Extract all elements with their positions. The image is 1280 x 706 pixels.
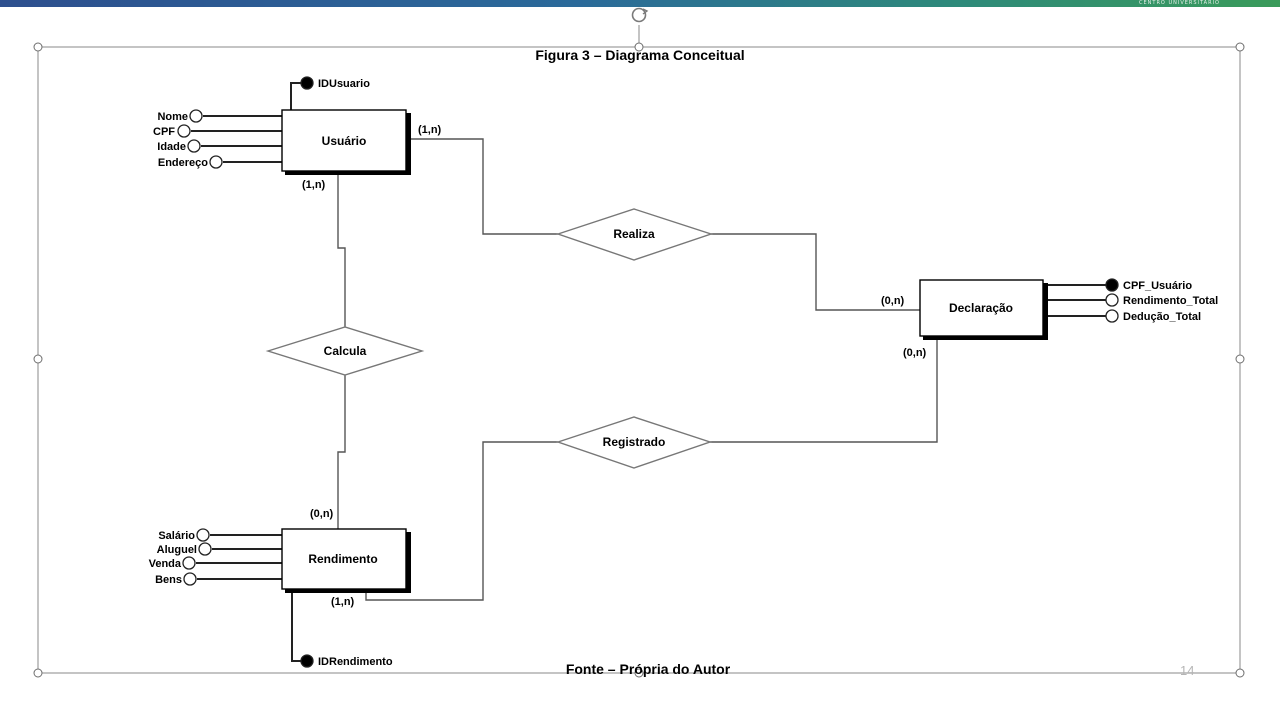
attr-marker-aluguel [198, 542, 212, 556]
key-marker-cpf-usuario [1105, 278, 1119, 292]
resize-handle-bottom-right[interactable] [1235, 668, 1245, 678]
line-usuario-realiza [407, 138, 558, 235]
cardinality-declaracao-realiza: (0,n) [881, 295, 905, 307]
rotate-handle-icon[interactable] [631, 7, 649, 23]
attribute-lines [191, 82, 1106, 662]
attr-label-venda: Venda [149, 558, 182, 570]
line-calcula-rendimento [337, 375, 346, 530]
cardinality-usuario-calcula: (1,n) [302, 179, 326, 191]
attr-marker-venda [182, 556, 196, 570]
resize-handle-right[interactable] [1235, 354, 1245, 364]
cardinality-labels: (1,n) (1,n) (0,n) (0,n) (0,n) (1,n) [302, 124, 927, 608]
attr-label-cpf: CPF [153, 126, 175, 138]
cardinality-rendimento-registrado: (1,n) [331, 596, 355, 608]
attr-label-aluguel: Aluguel [157, 544, 197, 556]
key-marker-idrendimento [300, 654, 314, 668]
line-realiza-declaracao [711, 233, 920, 311]
cardinality-usuario-realiza: (1,n) [418, 124, 442, 136]
attr-label-salario: Salário [158, 530, 195, 542]
entity-rendimento[interactable]: Rendimento [281, 528, 411, 593]
resize-handle-bottom[interactable] [634, 668, 644, 678]
relationship-calcula-label: Calcula [324, 344, 367, 358]
brand-text: CENTRO UNIVERSITÁRIO [1139, 0, 1220, 6]
attr-marker-bens [183, 572, 197, 586]
figure-title-text: Figura 3 – Diagrama Conceitual [535, 47, 745, 63]
line-idusuario [290, 82, 301, 112]
attr-label-idrendimento: IDRendimento [318, 656, 393, 668]
relationship-registrado[interactable]: Registrado [555, 416, 713, 469]
page-number: 14 [1180, 663, 1195, 678]
attr-marker-salario [196, 528, 210, 542]
attr-label-deducao-total: Dedução_Total [1123, 311, 1201, 323]
entity-rendimento-label: Rendimento [308, 552, 377, 566]
source-caption: Fonte – Própria do Autor [565, 661, 731, 677]
resize-handle-top[interactable] [634, 42, 644, 52]
attr-label-cpf-usuario: CPF_Usuário [1123, 280, 1192, 292]
slide-top-band [0, 0, 1280, 7]
line-rendimento-registrado [365, 441, 558, 601]
attr-marker-rendimento-total [1105, 293, 1119, 307]
attr-marker-endereco [209, 155, 223, 169]
cardinality-declaracao-registrado: (0,n) [903, 347, 927, 359]
relationship-realiza-label: Realiza [613, 227, 655, 241]
cardinality-rendimento-calcula: (0,n) [310, 508, 334, 520]
line-usuario-calcula [337, 172, 346, 327]
figure-title: Figura 3 – Diagrama Conceitual [0, 47, 1280, 63]
attr-label-rendimento-total: Rendimento_Total [1123, 295, 1218, 307]
resize-handle-left[interactable] [33, 354, 43, 364]
attr-label-endereco: Endereço [158, 157, 208, 169]
relationship-calcula[interactable]: Calcula [265, 326, 425, 376]
selection-frame[interactable] [37, 25, 1241, 674]
relationship-registrado-label: Registrado [603, 435, 666, 449]
resize-handles[interactable] [33, 42, 1245, 678]
attribute-labels: IDUsuario Nome CPF Idade Endereço CPF_Us… [149, 78, 1219, 668]
line-registrado-declaracao [710, 339, 938, 443]
attr-marker-cpf [177, 124, 191, 138]
resize-handle-top-right[interactable] [1235, 42, 1245, 52]
attr-label-idusuario: IDUsuario [318, 78, 370, 90]
resize-handle-top-left[interactable] [33, 42, 43, 52]
attribute-markers [177, 76, 1119, 668]
entity-declaracao[interactable]: Declaração [919, 279, 1048, 340]
attr-label-bens: Bens [155, 574, 182, 586]
entity-usuario-label: Usuário [322, 134, 367, 148]
line-idrendimento [291, 590, 301, 662]
attr-label-idade: Idade [157, 141, 186, 153]
connector-lines [337, 138, 938, 601]
relationship-realiza[interactable]: Realiza [555, 208, 714, 261]
attr-label-nome: Nome [157, 111, 188, 123]
attr-marker-deducao-total [1105, 309, 1119, 323]
attr-marker-idade [187, 139, 201, 153]
resize-handle-bottom-left[interactable] [33, 668, 43, 678]
key-marker-idusuario [300, 76, 314, 90]
attr-marker-nome [189, 109, 203, 123]
entity-declaracao-label: Declaração [949, 301, 1013, 315]
entity-usuario[interactable]: Usuário [281, 109, 411, 175]
